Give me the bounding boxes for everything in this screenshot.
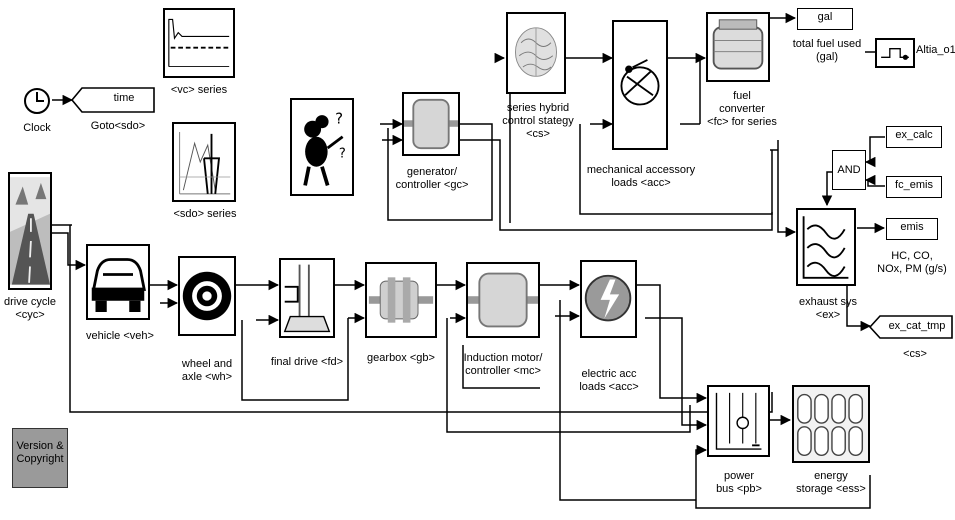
and-gate-label: AND bbox=[837, 164, 860, 176]
engine-icon bbox=[708, 14, 768, 80]
electric-acc-block[interactable] bbox=[580, 260, 637, 338]
mascot-icon: ? ? bbox=[292, 100, 352, 194]
mascot-image: ? ? bbox=[290, 98, 354, 196]
motor-line2: controller <mc> bbox=[448, 365, 558, 378]
ex-cat-tmp-tag: ex_cat_tmp bbox=[880, 320, 954, 333]
fuel-converter-line1: fuel bbox=[694, 90, 790, 103]
gearbox-block[interactable] bbox=[365, 262, 437, 338]
final-drive-caption: final drive <fd> bbox=[262, 356, 352, 369]
svg-text:?: ? bbox=[335, 110, 343, 128]
generator-line2: controller <gc> bbox=[384, 179, 480, 192]
exhaust-line1: exhaust sys bbox=[788, 296, 868, 309]
energy-storage-line1: energy bbox=[788, 470, 874, 483]
gearbox-icon bbox=[367, 264, 435, 336]
version-line1: Version & bbox=[13, 440, 67, 453]
electric-acc-line1: electric acc bbox=[566, 368, 652, 381]
emis-line2: NOx, PM (g/s) bbox=[868, 263, 955, 276]
emis-line1: HC, CO, bbox=[868, 250, 955, 263]
clock-label: Clock bbox=[14, 122, 60, 135]
ex-calc-inport[interactable]: ex_calc bbox=[886, 126, 942, 148]
fuel-converter-line2: converter bbox=[694, 103, 790, 116]
altia-label: Altia_o1 bbox=[916, 44, 955, 57]
fuel-converter-block[interactable] bbox=[706, 12, 770, 82]
generator-line1: generator/ bbox=[384, 166, 480, 179]
final-drive-block[interactable] bbox=[279, 258, 335, 338]
power-bus-line1: power bbox=[700, 470, 778, 483]
exhaust-icon bbox=[798, 210, 854, 284]
lightning-icon bbox=[582, 262, 635, 336]
wheel-axle-line1: wheel and bbox=[166, 358, 248, 371]
final-drive-icon bbox=[281, 260, 333, 336]
motor-block[interactable] bbox=[466, 262, 540, 338]
exhaust-line2: <ex> bbox=[788, 309, 868, 322]
fuel-gal-line1: total fuel used bbox=[782, 38, 872, 51]
mech-acc-line2: loads <acc> bbox=[582, 177, 700, 190]
emis-outport[interactable]: emis bbox=[886, 218, 938, 240]
mech-acc-line1: mechanical accessory bbox=[582, 164, 700, 177]
ex-calc-tag: ex_calc bbox=[895, 129, 932, 141]
energy-storage-line2: storage <ess> bbox=[788, 483, 874, 496]
goto-time-tag: time bbox=[96, 92, 152, 105]
generator-icon bbox=[404, 94, 458, 154]
goto-time-caption: Goto<sdo> bbox=[82, 120, 154, 133]
fuel-gal-outport[interactable]: gal bbox=[797, 8, 853, 30]
motor-line1: Induction motor/ bbox=[448, 352, 558, 365]
ex-cat-tmp-caption: <cs> bbox=[890, 348, 940, 361]
sdo-scope-caption: <sdo> series bbox=[166, 208, 244, 221]
exhaust-block[interactable] bbox=[796, 208, 856, 286]
energy-storage-block[interactable] bbox=[792, 385, 870, 463]
fuel-gal-tag: gal bbox=[818, 11, 833, 23]
power-bus-block[interactable] bbox=[707, 385, 770, 457]
fc-emis-inport[interactable]: fc_emis bbox=[886, 176, 942, 198]
generator-block[interactable] bbox=[402, 92, 460, 156]
drive-cycle-line2: <cyc> bbox=[0, 309, 60, 322]
hybrid-control-line2: control stategy bbox=[494, 115, 582, 128]
motor-icon bbox=[468, 264, 538, 336]
mech-acc-block[interactable] bbox=[612, 20, 668, 150]
gearbox-caption: gearbox <gb> bbox=[358, 352, 444, 365]
vehicle-caption: vehicle <veh> bbox=[80, 330, 160, 343]
sdo-scope-block[interactable] bbox=[172, 122, 236, 202]
wheel-axle-block[interactable] bbox=[178, 256, 236, 336]
clock-block[interactable] bbox=[22, 86, 52, 116]
clock-icon bbox=[22, 86, 52, 116]
power-bus-line2: bus <pb> bbox=[700, 483, 778, 496]
fuel-gal-line2: (gal) bbox=[782, 51, 872, 64]
vehicle-block[interactable] bbox=[86, 244, 150, 320]
scope-plot-icon bbox=[165, 10, 233, 76]
and-gate-block[interactable]: AND bbox=[832, 150, 866, 190]
version-copyright-button[interactable]: Version & Copyright bbox=[12, 428, 68, 488]
svg-text:?: ? bbox=[339, 146, 346, 161]
drive-cycle-line1: drive cycle bbox=[0, 296, 60, 309]
mech-acc-icon bbox=[614, 22, 666, 148]
vc-scope-caption: <vc> series bbox=[160, 84, 238, 97]
brain-icon bbox=[508, 14, 564, 92]
drive-cycle-block[interactable] bbox=[8, 172, 52, 290]
hybrid-control-line1: series hybrid bbox=[494, 102, 582, 115]
hybrid-control-line3: <cs> bbox=[494, 128, 582, 141]
emis-tag: emis bbox=[900, 221, 923, 233]
car-icon bbox=[88, 246, 148, 318]
fuel-converter-line3: <fc> for series bbox=[694, 116, 790, 129]
fc-emis-tag: fc_emis bbox=[895, 179, 933, 191]
version-line2: Copyright bbox=[13, 453, 67, 466]
vc-scope-block[interactable] bbox=[163, 8, 235, 78]
road-image-icon bbox=[10, 174, 50, 288]
sdo-plot-icon bbox=[174, 124, 234, 200]
wheel-icon bbox=[180, 258, 234, 334]
wheel-axle-line2: axle <wh> bbox=[166, 371, 248, 384]
hybrid-control-block[interactable] bbox=[506, 12, 566, 94]
power-bus-icon bbox=[709, 387, 768, 455]
battery-icon bbox=[794, 387, 868, 461]
altia-icon bbox=[877, 40, 913, 66]
altia-block[interactable] bbox=[875, 38, 915, 68]
electric-acc-line2: loads <acc> bbox=[566, 381, 652, 394]
